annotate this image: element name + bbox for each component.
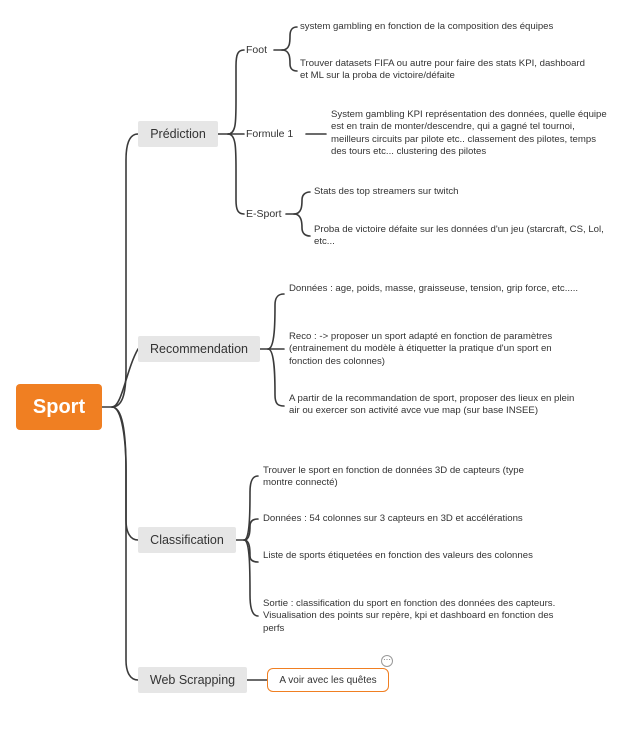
- leaf-classification-2[interactable]: Données : 54 colonnes sur 3 capteurs en …: [263, 513, 523, 524]
- leaf-esport-2[interactable]: Proba de victoire défaite sur les donnée…: [314, 224, 604, 248]
- branch-recommendation[interactable]: Recommendation: [138, 336, 260, 362]
- leaf-classification-3[interactable]: Liste de sports étiquetées en fonction d…: [263, 550, 533, 561]
- subtopic-e-sport[interactable]: E-Sport: [246, 208, 282, 220]
- more-options-icon[interactable]: ⋯: [381, 655, 393, 667]
- leaf-formule-1[interactable]: System gambling KPI représentation des d…: [331, 109, 607, 158]
- branch-classification[interactable]: Classification: [138, 527, 236, 553]
- root-node-sport[interactable]: Sport: [16, 384, 102, 430]
- leaf-classification-1[interactable]: Trouver le sport en fonction de données …: [263, 465, 524, 489]
- subtopic-formule-1[interactable]: Formule 1: [246, 128, 294, 140]
- leaf-foot-1[interactable]: system gambling en fonction de la compos…: [300, 21, 554, 32]
- branch-prediction[interactable]: Prédiction: [138, 121, 218, 147]
- leaf-web-scrapping-1[interactable]: A voir avec les quêtes: [267, 668, 389, 692]
- branch-web-scrapping[interactable]: Web Scrapping: [138, 667, 247, 693]
- leaf-classification-4[interactable]: Sortie : classification du sport en fonc…: [263, 598, 556, 634]
- leaf-recommendation-1[interactable]: Données : age, poids, masse, graisseuse,…: [289, 283, 579, 294]
- leaf-foot-2[interactable]: Trouver datasets FIFA ou autre pour fair…: [300, 58, 585, 82]
- leaf-recommendation-2[interactable]: Reco : -> proposer un sport adapté en fo…: [289, 331, 553, 367]
- leaf-esport-1[interactable]: Stats des top streamers sur twitch: [314, 186, 459, 197]
- leaf-recommendation-3[interactable]: A partir de la recommandation de sport, …: [289, 393, 575, 417]
- subtopic-foot[interactable]: Foot: [246, 44, 268, 56]
